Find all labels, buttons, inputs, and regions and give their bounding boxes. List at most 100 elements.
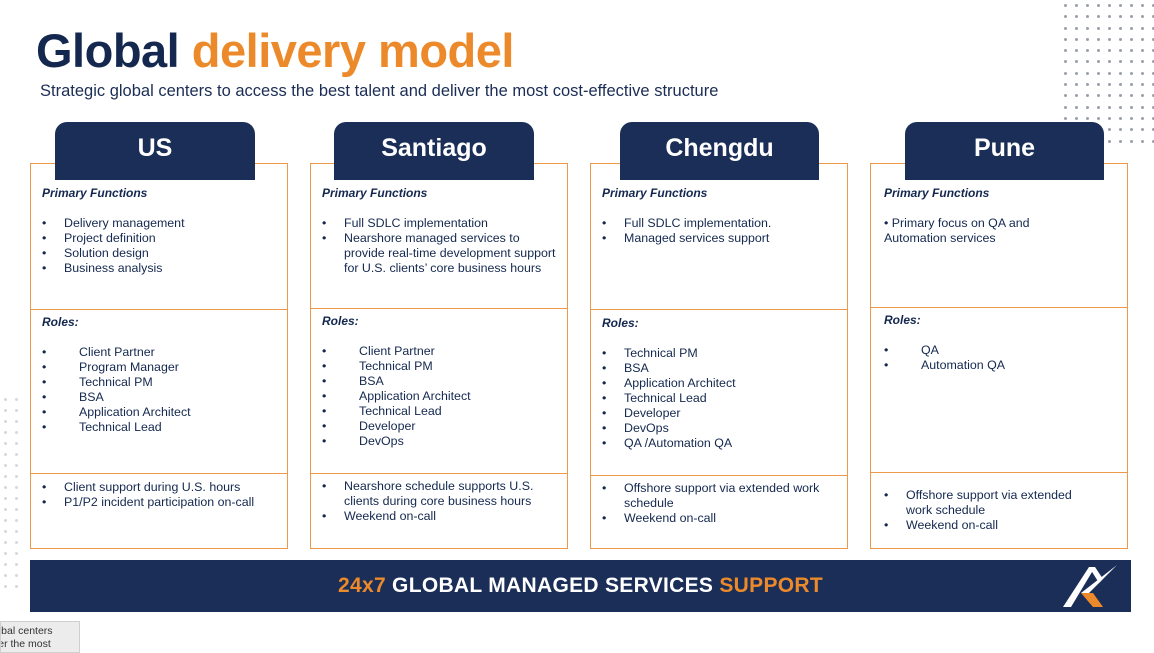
title-part-1: Global — [36, 24, 180, 77]
dot — [1086, 71, 1089, 75]
list-item: Weekend on-call — [602, 511, 839, 526]
list-item: Technical PM — [602, 346, 839, 361]
list-item: Developer — [602, 406, 839, 421]
list-item: QA — [884, 343, 1119, 358]
dot — [4, 519, 7, 522]
center-column-santiago: Primary Functions Full SDLC implementati… — [310, 122, 568, 549]
dot — [1152, 94, 1154, 98]
dot — [1097, 116, 1100, 120]
dot — [1086, 49, 1089, 53]
roles-label: Roles: — [42, 315, 79, 329]
dot — [1141, 4, 1144, 7]
dot — [1097, 4, 1100, 7]
dot — [15, 486, 18, 489]
dot — [1064, 116, 1067, 120]
list-item: Technical Lead — [322, 404, 559, 419]
dot — [1141, 139, 1144, 143]
dot — [1086, 105, 1089, 109]
dot — [1075, 4, 1078, 7]
dot — [4, 464, 7, 467]
functions-section: Primary Functions Delivery management Pr… — [31, 164, 287, 310]
dot — [1086, 116, 1089, 120]
roles-section: Roles: Technical PM BSA Application Arch… — [591, 309, 847, 476]
functions-section: Primary Functions • Primary focus on QA … — [871, 164, 1127, 308]
tooltip-fragment: lobal centers ver the most — [0, 621, 80, 653]
dot — [15, 541, 18, 544]
dot — [4, 486, 7, 489]
dot — [1152, 105, 1154, 109]
dot — [1130, 116, 1133, 120]
dot — [4, 420, 7, 423]
dot — [1097, 94, 1100, 98]
dot — [1086, 37, 1089, 41]
list-item: Application Architect — [602, 376, 839, 391]
dot — [1119, 128, 1122, 132]
list-item: Nearshore managed services to provide re… — [322, 231, 559, 276]
dot — [4, 563, 7, 566]
dot — [1097, 49, 1100, 53]
dot — [1141, 15, 1144, 19]
dot — [1130, 15, 1133, 19]
dot — [1141, 94, 1144, 98]
dot — [1130, 83, 1133, 87]
functions-section: Primary Functions Full SDLC implementati… — [311, 164, 567, 309]
roles-section: Roles: Client Partner Program Manager Te… — [31, 309, 287, 474]
dot — [1075, 71, 1078, 75]
list-item: BSA — [322, 374, 559, 389]
dot — [1152, 71, 1154, 75]
center-column-us: Primary Functions Delivery management Pr… — [30, 122, 288, 549]
dot — [1075, 116, 1078, 120]
roles-list: QA Automation QA — [884, 343, 1119, 373]
support-section: Client support during U.S. hours P1/P2 i… — [31, 474, 287, 548]
tooltip-line-2: ver the most — [1, 638, 51, 650]
dot — [1086, 15, 1089, 19]
dot — [4, 398, 7, 401]
dot — [1152, 26, 1154, 30]
dot — [1130, 94, 1133, 98]
dot — [4, 431, 7, 434]
list-item: Application Architect — [322, 389, 559, 404]
support-list: Client support during U.S. hours P1/P2 i… — [42, 480, 279, 510]
dot — [1152, 116, 1154, 120]
dot — [4, 541, 7, 544]
dot — [1097, 15, 1100, 19]
dot — [1130, 71, 1133, 75]
dot — [15, 574, 18, 577]
dot — [15, 420, 18, 423]
dot — [1119, 26, 1122, 30]
dot — [1086, 83, 1089, 87]
dot — [1141, 116, 1144, 120]
dot — [1075, 15, 1078, 19]
dot — [1152, 83, 1154, 87]
dot — [15, 431, 18, 434]
center-tab-santiago: Santiago — [334, 122, 534, 180]
dot — [1108, 37, 1111, 41]
list-item: Full SDLC implementation. — [602, 216, 839, 231]
list-item: Client Partner — [322, 344, 559, 359]
dot — [1141, 49, 1144, 53]
list-item: Client support during U.S. hours — [42, 480, 279, 495]
dot — [1064, 4, 1067, 7]
roles-label: Roles: — [322, 314, 359, 328]
dot — [1152, 4, 1154, 7]
dot — [1130, 105, 1133, 109]
dot — [1141, 105, 1144, 109]
dot — [15, 552, 18, 555]
functions-list: Delivery management Project definition S… — [42, 216, 279, 276]
support-section: Nearshore schedule supports U.S. clients… — [311, 474, 567, 548]
dot — [1119, 60, 1122, 64]
center-card: Primary Functions Full SDLC implementati… — [590, 163, 848, 549]
support-list: Offshore support via extended work sched… — [602, 481, 839, 526]
dot — [4, 475, 7, 478]
dot — [1141, 37, 1144, 41]
center-column-pune: Primary Functions • Primary focus on QA … — [870, 122, 1128, 549]
dot — [15, 530, 18, 533]
dot — [4, 530, 7, 533]
functions-text: • Primary focus on QA and Automation ser… — [884, 216, 1030, 245]
center-tab-chengdu: Chengdu — [620, 122, 819, 180]
list-item: Program Manager — [42, 360, 279, 375]
dot — [15, 475, 18, 478]
tooltip-line-1: lobal centers — [1, 625, 53, 637]
roles-label: Roles: — [602, 316, 639, 330]
functions-label: Primary Functions — [322, 186, 428, 200]
